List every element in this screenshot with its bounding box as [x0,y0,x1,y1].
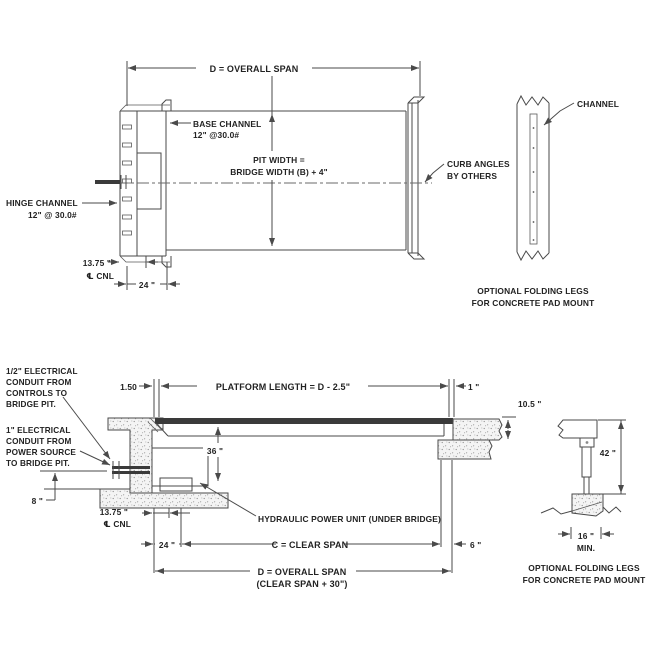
pit-width-dimension [230,76,328,246]
elev-overall-span-note: (CLEAR SPAN + 30") [256,579,347,589]
plan-dim-24-label: 24 " [139,280,155,290]
channel-leader [543,102,575,126]
curb-concrete-lower [437,439,493,460]
pit-width-label-line1: PIT WIDTH = [253,155,305,165]
conduit-stub-plan [95,175,127,189]
folding-leg-upper [581,446,592,478]
plan-view: D = OVERALL SPAN BASE CHANNEL 12" @30.0#… [6,61,619,308]
power-conduit-note-line1: 1" ELECTRICAL [6,426,71,435]
dim-1-label: 1 " [468,382,479,392]
elevation-view: 1/2" ELECTRICAL CONDUIT FROM CONTROLS TO… [6,367,542,589]
folding-leg-channel-detail [516,94,575,262]
controls-conduit-note-line4: BRIDGE PIT. [6,400,56,409]
hydraulic-unit-label: HYDRAULIC POWER UNIT (UNDER BRIDGE) [258,514,441,524]
power-conduit-leader [79,450,111,466]
controls-conduit-note-line2: CONDUIT FROM [6,378,72,387]
dim-1-50-label: 1.50 [120,382,137,392]
overall-span-dim-label: D = OVERALL SPAN [210,64,299,74]
folding-leg-detail: 42 " 16 " MIN. OPTIONAL FOLDING LEGS FOR… [523,419,646,585]
concrete-pad [571,493,604,517]
power-conduit-note-line4: TO BRIDGE PIT. [6,459,70,468]
elev-dim-24-label: 24 " [159,540,175,550]
plan-centerline-label: ℄ CNL [86,271,114,281]
elev-centerline-label: ℄ CNL [103,519,131,529]
dim-6-label: 6 " [470,540,481,550]
ground-break-lines [540,506,622,515]
leg-caption-line1: OPTIONAL FOLDING LEGS [528,563,640,573]
power-conduit-note-line2: CONDUIT FROM [6,437,72,446]
hinge-channel-note-line2: 12" @ 30.0# [28,210,77,220]
ground-reference-lines [40,470,107,490]
plan-caption-line2: FOR CONCRETE PAD MOUNT [472,298,595,308]
elev-overall-span-label: D = OVERALL SPAN [258,567,347,577]
hinge-plate [136,152,162,210]
bridge-plan-outline [166,110,407,251]
clear-span-dim-label: C = CLEAR SPAN [272,540,349,550]
folding-leg-lower [583,476,590,495]
base-channel-note-line1: BASE CHANNEL [193,119,261,129]
platform-length-dimension [139,379,466,417]
channel-strip [529,113,538,245]
hydraulic-unit-leader [199,482,257,517]
conduit-penetration [112,461,150,479]
dim-16 [558,527,614,539]
curb-concrete-upper [452,418,503,441]
controls-conduit-note-line3: CONTROLS TO [6,389,68,398]
curb-angles-label-line2: BY OTHERS [447,171,497,181]
controls-conduit-note-line1: 1/2" ELECTRICAL [6,367,78,376]
leg-caption-line2: FOR CONCRETE PAD MOUNT [523,575,646,585]
curb-angle [407,96,426,260]
dim-42-label: 42 " [600,448,616,458]
curb-angles-leader [424,163,445,183]
hydraulic-power-unit [151,447,209,492]
dim-10-5 [502,416,516,439]
plan-caption-line1: OPTIONAL FOLDING LEGS [477,286,589,296]
plan-overall-span-dimension [126,61,421,106]
bridge-platform [147,417,453,437]
controls-conduit-leader [62,396,111,460]
hinge-channel-assembly [119,99,172,268]
dim-8 [46,473,58,501]
plan-dim-13-75-label: 13.75 " [83,258,111,268]
dim-8-label: 8 " [32,496,43,506]
dim-36-label: 36 " [207,446,223,456]
pit-width-label-line2: BRIDGE WIDTH (B) + 4" [230,167,328,177]
dim-36 [203,427,227,481]
elev-dim-13-75-label: 13.75 " [100,507,128,517]
curb-angles-label-line1: CURB ANGLES [447,159,510,169]
clear-span-dimension [141,539,466,550]
hinge-channel-note-line1: HINGE CHANNEL [6,198,78,208]
leg-bracket-tabs [161,99,172,268]
hinge-section [147,417,163,433]
plan-small-dimensions [108,256,180,290]
dim-42 [596,419,626,495]
leg-pivot-pin [585,441,589,444]
channel-label: CHANNEL [577,99,619,109]
platform-length-dim-label: PLATFORM LENGTH = D - 2.5" [216,382,350,392]
extension-lines [153,460,453,573]
min-label: MIN. [577,543,595,553]
dim-10-5-label: 10.5 " [518,399,542,409]
power-conduit-note-line3: POWER SOURCE [6,448,76,457]
pit-floor-concrete [99,488,229,509]
platform-end-section [557,419,598,439]
dim-16-label: 16 " [578,531,594,541]
base-channel-note-line2: 12" @30.0# [193,130,239,140]
